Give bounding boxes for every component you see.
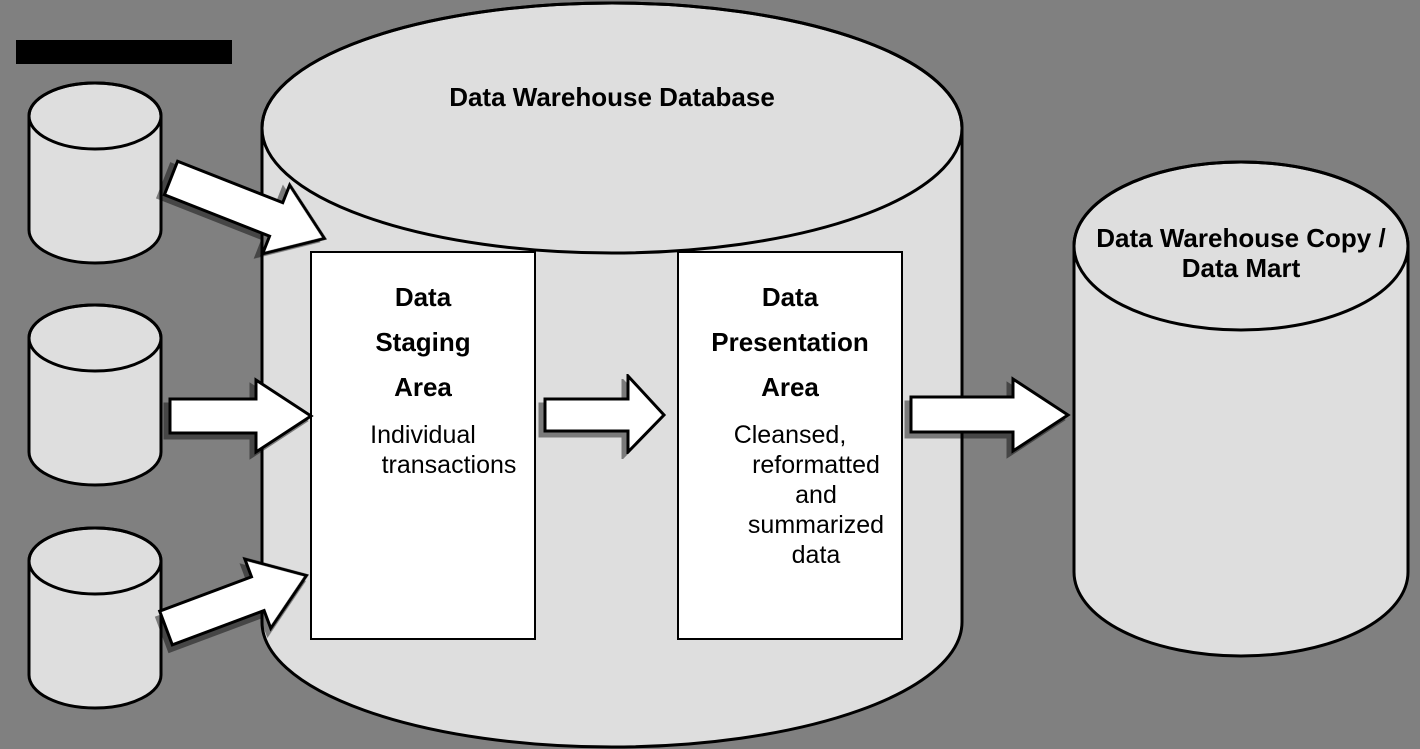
text-line: Data Warehouse Copy /	[1096, 223, 1386, 253]
data-mart-label: Data Warehouse Copy /Data Mart	[1080, 223, 1402, 283]
cylinder-top-rim	[27, 303, 163, 373]
cylinder-shape	[27, 303, 163, 487]
redacted-label-bar	[16, 40, 232, 64]
cylinder-top-rim	[27, 526, 163, 596]
source-database-cylinder-2	[27, 303, 163, 487]
text-line: Staging	[375, 327, 471, 357]
arrow-staging-to-presentation-icon	[543, 374, 667, 454]
source-database-cylinder-3	[27, 526, 163, 710]
cylinder-top-rim	[260, 1, 964, 255]
data-mart-cylinder	[1072, 160, 1410, 658]
cylinder-top-rim	[27, 81, 163, 151]
text-line: reformatted	[752, 451, 880, 479]
text-line: Data Mart	[1181, 253, 1301, 283]
source-database-cylinder-1	[27, 81, 163, 265]
arrow-source2-to-staging-icon	[168, 376, 314, 456]
text-line: and	[795, 481, 837, 509]
arrow-source3-to-staging-icon	[150, 537, 323, 666]
text-line: Data	[394, 282, 452, 312]
arrow-source1-to-staging-icon	[154, 140, 341, 277]
text-line: Individual	[370, 421, 476, 449]
text-line: Cleansed,	[733, 421, 847, 449]
text-line: Data	[761, 282, 819, 312]
text-line: summarized	[747, 511, 885, 539]
text-line: Area	[761, 372, 819, 402]
text-line: Presentation	[711, 327, 869, 357]
arrow-presentation-to-datamart-icon	[909, 375, 1071, 455]
text-line: transactions	[381, 451, 517, 479]
cylinder-shape	[27, 81, 163, 265]
text-line: Area	[394, 372, 452, 402]
cylinder-top-rim	[1072, 160, 1410, 332]
text-line: data	[791, 541, 841, 569]
data-warehouse-title: Data Warehouse Database	[449, 82, 775, 112]
cylinder-shape	[27, 526, 163, 710]
